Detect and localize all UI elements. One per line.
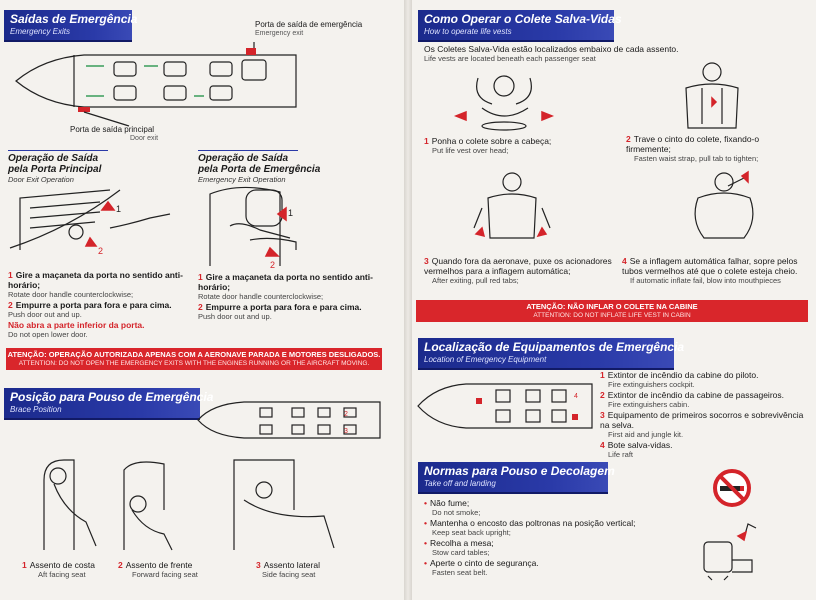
rules-subtitle: Take off and landing <box>424 479 496 488</box>
emerg-door-illustration: 1 2 <box>209 186 297 270</box>
right-page: Como Operar o Colete Salva-Vidas How to … <box>412 0 816 600</box>
vest-header: Como Operar o Colete Salva-Vidas How to … <box>418 10 622 42</box>
svg-text:2: 2 <box>270 260 275 270</box>
svg-text:2: 2 <box>344 411 348 418</box>
exits-header: Saídas de Emergência Emergency Exits <box>4 10 137 42</box>
brace-subtitle: Brace Position <box>10 405 62 414</box>
no-smoking-icon <box>713 469 751 507</box>
svg-text:1: 1 <box>116 204 121 214</box>
main-door-illustration: 1 2 <box>9 189 171 256</box>
vest-step3-illustration <box>473 172 551 239</box>
svg-text:3: 3 <box>344 428 348 435</box>
brace-header: Posição para Pouso de Emergência Brace P… <box>4 388 213 420</box>
exits-warning-banner: ATENÇÃO: OPERAÇÃO AUTORIZADA APENAS COM … <box>6 348 382 370</box>
emerg-door-op-heading: Operação de Saída pela Porta de Emergênc… <box>198 150 388 184</box>
brace-aircraft-diagram: 2 3 <box>197 401 381 439</box>
main-door-label: Porta de saída principal Door exit <box>70 125 159 142</box>
main-door-op-heading: Operação de Saída pela Porta Principal D… <box>8 150 188 184</box>
vest-title: Como Operar o Colete Salva-Vidas <box>424 12 622 26</box>
exits-subtitle: Emergency Exits <box>10 27 71 36</box>
svg-text:2: 2 <box>98 246 103 256</box>
brace-figures <box>43 459 335 551</box>
svg-text:4: 4 <box>574 393 578 400</box>
equipment-aircraft-diagram: 4 <box>417 383 593 429</box>
aircraft-exit-diagram <box>15 42 297 127</box>
vest-warning-banner: ATENÇÃO: NÃO INFLAR O COLETE NA CABINE A… <box>416 300 808 322</box>
vest-subtitle: How to operate life vests <box>424 27 512 36</box>
equipment-title: Localização de Equipamentos de Emergênci… <box>424 340 685 354</box>
brace-title: Posição para Pouso de Emergência <box>10 390 214 404</box>
rules-title: Normas para Pouso e Decolagem <box>424 464 615 478</box>
vest-step4-illustration <box>694 170 754 239</box>
rules-header: Normas para Pouso e Decolagem Take off a… <box>418 462 615 494</box>
left-page: Saídas de Emergência Emergency Exits Por… <box>0 0 404 600</box>
exits-title: Saídas de Emergência <box>10 12 138 26</box>
svg-text:1: 1 <box>288 208 293 218</box>
vest-intro: Os Coletes Salva-Vida estão localizados … <box>424 44 679 63</box>
page-fold <box>404 0 412 600</box>
rules-list: •Não fume; Do not smoke; •Mantenha o enc… <box>424 498 636 577</box>
equipment-subtitle: Location of Emergency Equipment <box>424 355 547 364</box>
vest-step2-illustration <box>685 62 739 129</box>
vest-step1-illustration <box>453 75 555 131</box>
equipment-header: Localização de Equipamentos de Emergênci… <box>418 338 684 370</box>
emergency-exit-label: Porta de saída de emergência Emergency e… <box>255 20 363 37</box>
seat-upright-illustration <box>703 523 757 581</box>
